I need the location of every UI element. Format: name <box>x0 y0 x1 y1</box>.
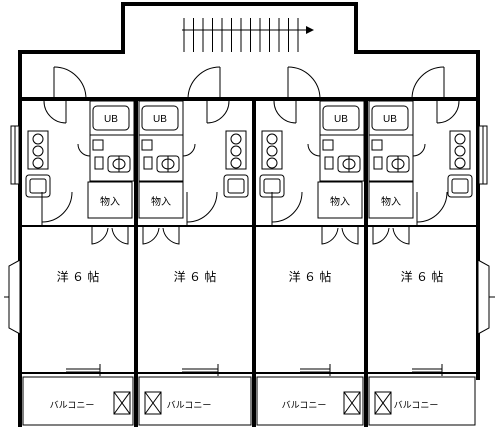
bathtub-icon <box>92 105 130 131</box>
side-windows <box>4 125 495 335</box>
stove-burner-icon <box>449 130 471 170</box>
kitchen-sink-icon <box>25 174 51 198</box>
room-label: 洋 ６ 帖 <box>401 269 444 284</box>
bath-label: UB <box>334 114 348 125</box>
washbasin-icon <box>386 155 410 173</box>
bath-door-icon <box>412 143 426 157</box>
sliding-window-icon <box>182 364 219 376</box>
balcony-label: バルコニー <box>282 400 327 410</box>
entrance-door-icon <box>53 66 87 100</box>
closet-door-icon <box>321 226 359 245</box>
kitchen-door-icon <box>436 100 460 124</box>
toilet-icon <box>322 139 334 170</box>
bath-door-icon <box>77 143 91 157</box>
bath-label: UB <box>153 114 167 125</box>
entrance-door-icon <box>411 66 445 100</box>
storage-label: 物入 <box>100 195 120 208</box>
sliding-window-icon <box>412 364 443 376</box>
washbasin-icon <box>107 155 131 173</box>
balcony-label: バルコニー <box>167 400 212 410</box>
bath-label: UB <box>104 114 118 125</box>
closet-door-icon <box>91 226 129 245</box>
kitchen-door-icon <box>206 100 230 124</box>
bath-label: UB <box>383 114 397 125</box>
bath-door-icon <box>182 143 196 157</box>
sliding-window-icon <box>66 364 101 376</box>
bath-door-icon <box>307 143 321 157</box>
bathtub-icon <box>141 105 179 131</box>
toilet-icon <box>371 139 383 170</box>
bathtub-icon <box>371 105 409 131</box>
sliding-window-icon <box>300 364 331 376</box>
unit-partitions <box>22 97 476 427</box>
outdoor-ac-unit-icon <box>374 391 392 415</box>
room-label: 洋 ６ 帖 <box>57 269 100 284</box>
stove-burner-icon <box>261 130 283 170</box>
room-door-icon <box>186 191 218 223</box>
kitchen-door-icon <box>273 100 297 124</box>
storage-label: 物入 <box>330 195 350 208</box>
outdoor-ac-unit-icon <box>343 391 361 415</box>
outdoor-ac-unit-icon <box>113 391 131 415</box>
exterior-walls <box>18 50 480 427</box>
kitchen-door-icon <box>43 100 67 124</box>
room-label: 洋 ６ 帖 <box>174 269 217 284</box>
bathtub-icon <box>322 105 360 131</box>
closet-door-icon <box>142 226 180 245</box>
room-label: 洋 ６ 帖 <box>289 269 332 284</box>
washbasin-icon <box>337 155 361 173</box>
kitchen-sink-icon <box>223 174 249 198</box>
entrance-door-icon <box>187 66 221 100</box>
toilet-icon <box>92 139 104 170</box>
balcony-label: バルコニー <box>50 400 95 410</box>
stairs-icon <box>121 2 358 54</box>
room-door-icon <box>416 191 448 223</box>
balcony-label: バルコニー <box>394 400 439 410</box>
kitchen-sink-icon <box>447 174 473 198</box>
closet-door-icon <box>372 226 410 245</box>
entrance-door-icon <box>287 66 321 100</box>
outdoor-ac-unit-icon <box>144 391 162 415</box>
washbasin-icon <box>156 155 180 173</box>
stove-burner-icon <box>225 130 247 170</box>
storage-label: 物入 <box>151 195 171 208</box>
toilet-icon <box>141 139 153 170</box>
stove-burner-icon <box>27 130 49 170</box>
storage-label: 物入 <box>381 195 401 208</box>
